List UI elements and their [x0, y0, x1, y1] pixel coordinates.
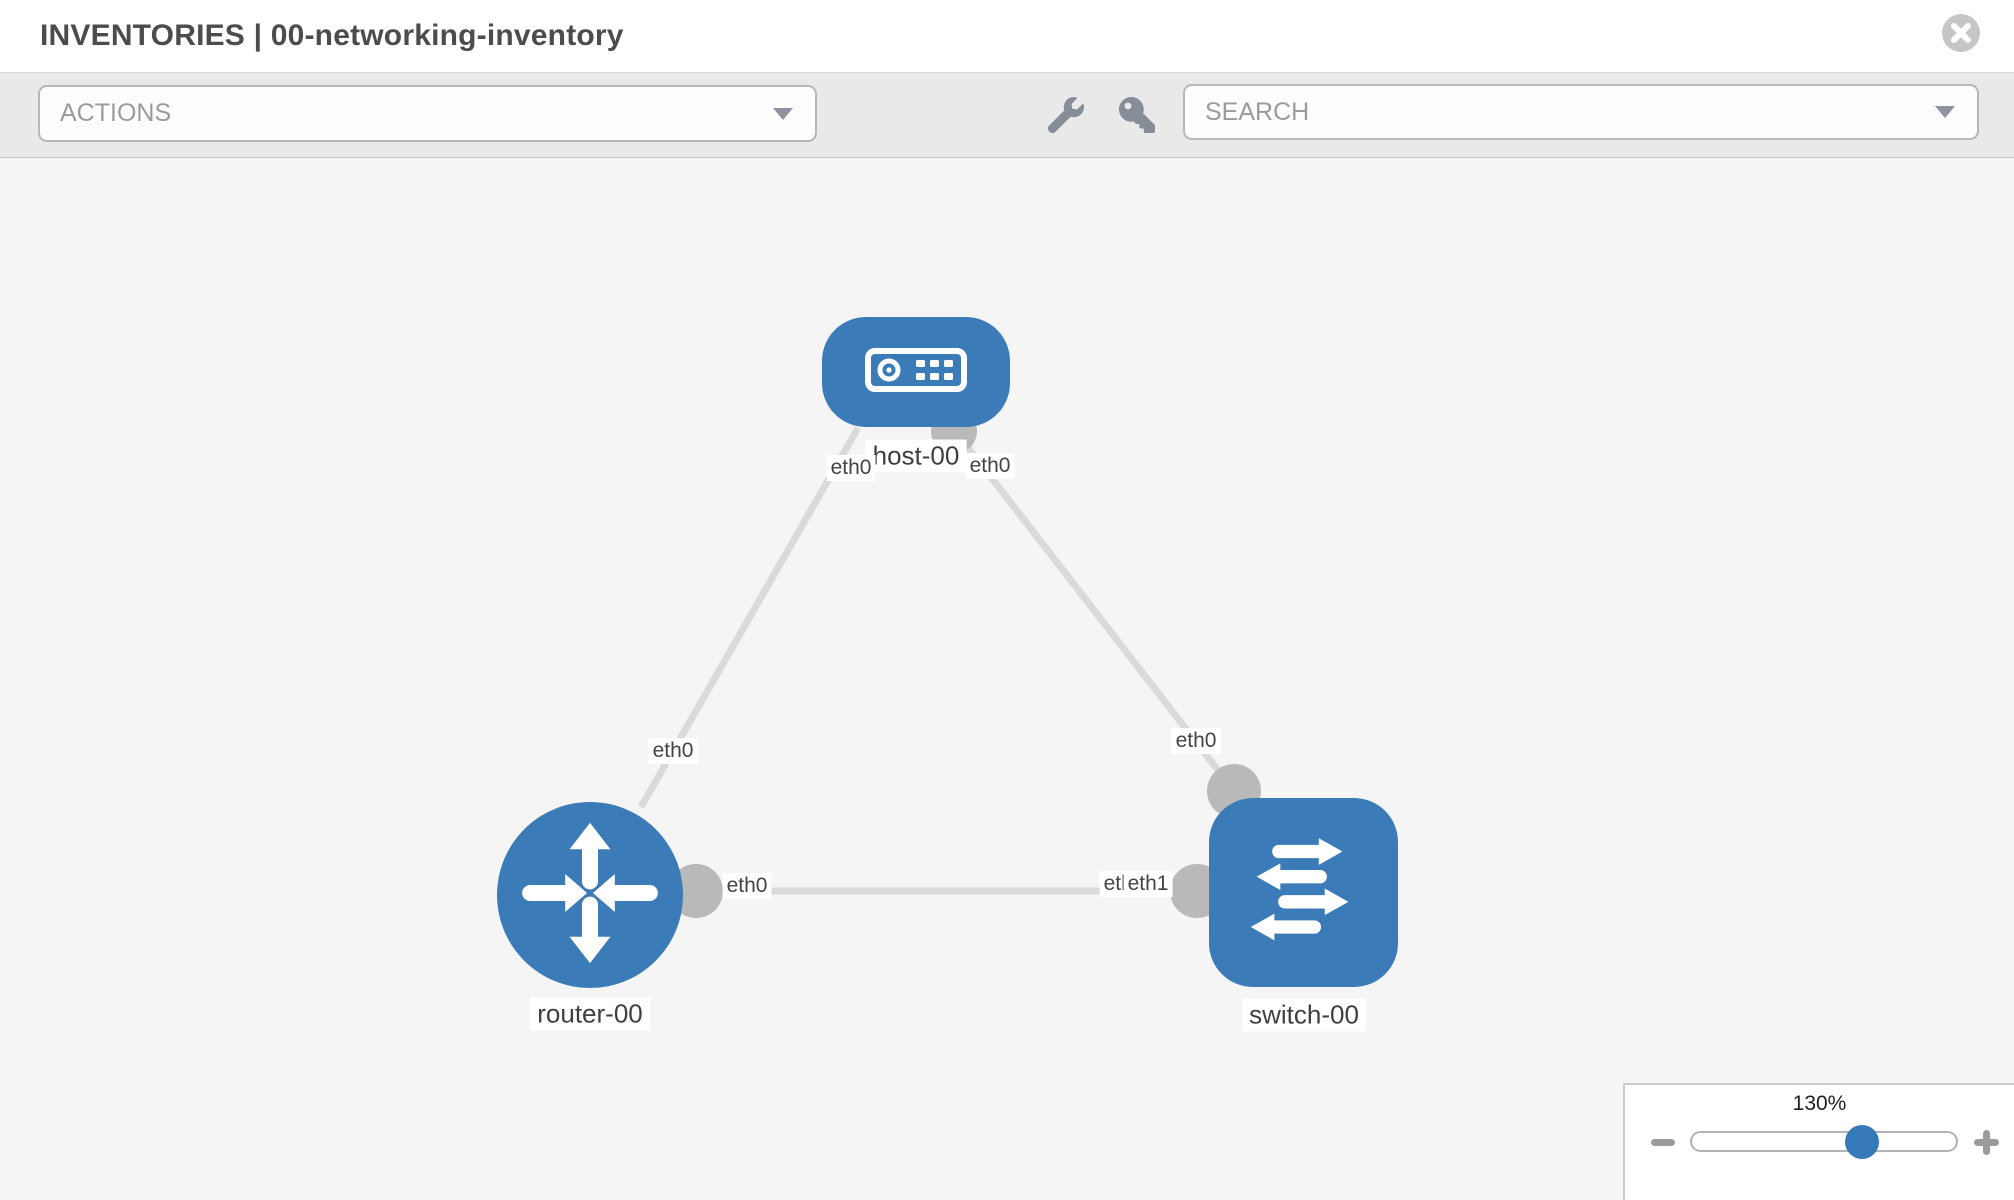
- host-icon: [864, 347, 968, 398]
- chevron-down-icon: [1935, 106, 1955, 118]
- interface-label-switch-top: eth0: [1171, 728, 1221, 754]
- wrench-icon[interactable]: [1047, 97, 1084, 134]
- interface-label-host-right: eth0: [965, 453, 1015, 479]
- zoom-out-button[interactable]: [1651, 1139, 1675, 1146]
- interface-label-router-top: eth0: [648, 738, 698, 764]
- node-switch[interactable]: [1209, 798, 1398, 987]
- node-label-host: host-00: [865, 439, 967, 473]
- interface-label-router-right: eth0: [722, 873, 772, 899]
- node-label-switch: switch-00: [1242, 998, 1366, 1032]
- router-icon: [517, 820, 663, 971]
- node-router[interactable]: [497, 802, 683, 988]
- zoom-level-value: 130%: [1792, 1092, 1847, 1115]
- node-host[interactable]: [822, 317, 1010, 427]
- search-dropdown[interactable]: SEARCH: [1183, 84, 1979, 140]
- zoom-control-panel: 130%: [1623, 1083, 2014, 1200]
- page-title-inventory-name: 00-networking-inventory: [270, 19, 624, 52]
- links-layer: [637, 408, 1261, 918]
- switch-icon: [1230, 816, 1378, 969]
- zoom-slider-track[interactable]: [1690, 1131, 1958, 1152]
- page-title: INVENTORIES | 00-networking-inventory: [40, 0, 624, 72]
- page-title-section: INVENTORIES: [40, 19, 246, 52]
- interface-label-host-left: eth0: [826, 455, 876, 481]
- page-title-separator: |: [245, 19, 271, 52]
- actions-dropdown-label: ACTIONS: [60, 99, 172, 127]
- zoom-slider-handle[interactable]: [1845, 1125, 1879, 1159]
- node-label-router: router-00: [530, 997, 650, 1031]
- key-icon[interactable]: [1119, 97, 1155, 133]
- chevron-down-icon: [773, 107, 793, 120]
- topology-canvas[interactable]: host-00 router-00 switch-00 eth0 eth0 et…: [0, 158, 2014, 1200]
- search-placeholder: SEARCH: [1205, 97, 1310, 126]
- toolbar: ACTIONS SEARCH: [0, 73, 2014, 158]
- close-icon[interactable]: [1942, 14, 1980, 52]
- interface-label-switch-left-over: eth1: [1123, 871, 1173, 897]
- zoom-in-button[interactable]: [1974, 1130, 1999, 1155]
- header: INVENTORIES | 00-networking-inventory: [0, 0, 2014, 73]
- actions-dropdown[interactable]: ACTIONS: [38, 85, 817, 142]
